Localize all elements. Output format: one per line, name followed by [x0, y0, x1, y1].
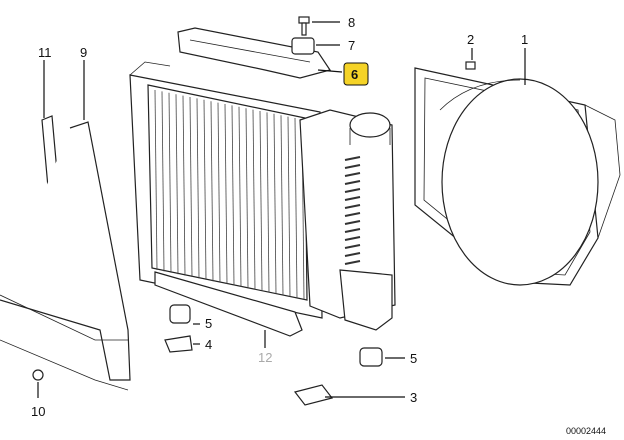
tank-slot: [344, 172, 361, 177]
tank-slot: [344, 236, 361, 241]
lower-bracket: [293, 384, 334, 406]
callout-12: 12: [258, 350, 272, 365]
clip: [32, 369, 44, 381]
radiator-fin: [280, 115, 284, 296]
tank-slot: [344, 260, 361, 265]
radiator-fin: [168, 92, 172, 273]
radiator-fin: [231, 105, 235, 286]
radiator-fin: [287, 116, 291, 297]
tank-slot: [344, 204, 361, 209]
callout-9: 9: [80, 45, 87, 60]
radiator-fin: [175, 94, 179, 275]
callout-5-upper: 5: [205, 316, 212, 331]
radiator-fin: [238, 106, 242, 287]
rubber-mount-lower: [359, 347, 383, 367]
radiator-fin: [294, 117, 298, 299]
callout-6: 6: [351, 67, 358, 82]
tank-slot: [344, 220, 361, 225]
radiator-fin: [161, 91, 165, 272]
callout-1: 1: [521, 32, 528, 47]
callout-8: 8: [348, 15, 355, 30]
tank-slot: [344, 156, 361, 161]
callout-5-lower: 5: [410, 351, 417, 366]
radiator-fin: [210, 101, 214, 282]
lower-guide: [154, 271, 303, 337]
tank-slot: [344, 228, 361, 233]
highlight-box: [343, 62, 369, 86]
radiator-fin: [266, 112, 270, 293]
rubber-bushing: [291, 37, 315, 55]
callout-4: 4: [205, 337, 212, 352]
callout-2: 2: [467, 32, 474, 47]
radiator-fin: [273, 113, 277, 294]
callout-11: 11: [38, 45, 52, 60]
radiator-fin: [252, 109, 256, 290]
callout-10: 10: [31, 404, 45, 419]
air-duct: [0, 121, 131, 391]
radiator-fin: [154, 89, 158, 271]
tank-slot: [344, 244, 361, 249]
tank-slot: [344, 180, 361, 185]
leader-lines: [37, 21, 526, 398]
radiator: [129, 61, 396, 331]
upper-bracket: [177, 27, 331, 79]
radiator-fin: [203, 99, 207, 280]
radiator-fin: [189, 96, 193, 278]
screw: [465, 61, 476, 70]
rubber-mount-upper: [169, 304, 191, 324]
bolt: [298, 16, 310, 36]
radiator-fin: [224, 103, 228, 285]
callout-7: 7: [348, 38, 355, 53]
callout-3: 3: [410, 390, 417, 405]
tank-slot: [344, 188, 361, 193]
radiator-fin: [196, 98, 200, 279]
radiator-fin: [259, 110, 263, 292]
tank-slot: [344, 252, 361, 257]
fan-shroud: [414, 67, 621, 286]
holder: [164, 335, 193, 353]
document-id: 00002444: [566, 426, 606, 436]
radiator-fin: [217, 102, 221, 283]
tank-slot: [344, 164, 361, 169]
radiator-fin: [245, 108, 249, 289]
tank-slot: [344, 212, 361, 217]
radiator-fin: [182, 95, 186, 276]
tank-slot: [344, 196, 361, 201]
